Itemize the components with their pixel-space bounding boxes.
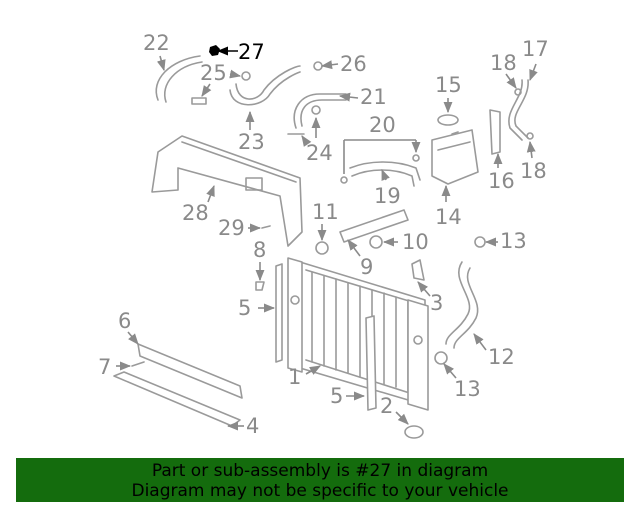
callout-11: 11 xyxy=(312,200,339,224)
leader-17 xyxy=(529,63,538,82)
callout-22: 22 xyxy=(143,31,170,55)
callout-4: 4 xyxy=(246,414,259,438)
leader-6 xyxy=(127,331,139,345)
lower-baffle-part xyxy=(137,343,243,399)
callout-17: 17 xyxy=(522,37,549,61)
callout-9: 9 xyxy=(360,255,373,279)
callout-10: 10 xyxy=(402,230,429,254)
leader-25 xyxy=(229,69,242,79)
leader-21 xyxy=(338,92,359,102)
callout-1: 1 xyxy=(288,365,301,389)
callout-18b: 18 xyxy=(520,159,547,183)
bolt-29-part xyxy=(261,225,271,229)
callout-27: 27 xyxy=(238,40,265,64)
clamp-11-part xyxy=(315,241,329,255)
bracket-3-part xyxy=(411,259,425,281)
hose-22-part xyxy=(155,55,203,103)
clamp-10-part xyxy=(369,235,383,249)
cap-15-part xyxy=(437,114,459,126)
banner-line-2: Diagram may not be specific to your vehi… xyxy=(131,481,509,501)
leader-18b xyxy=(526,140,536,159)
seal-right-part xyxy=(365,315,377,411)
clamp-13a-part xyxy=(474,236,486,248)
parts-diagram: 22 27 25 26 21 23 24 20 19 15 14 16 17 1… xyxy=(98,31,549,439)
leader-26 xyxy=(320,60,339,70)
callout-29: 29 xyxy=(218,216,245,240)
callout-5a: 5 xyxy=(238,296,251,320)
deflector-part xyxy=(113,371,241,427)
leader-22 xyxy=(156,55,166,72)
seal-left-part xyxy=(275,263,283,363)
callout-7: 7 xyxy=(98,355,111,379)
hose-21-part xyxy=(293,93,347,129)
disclaimer-banner: Part or sub-assembly is #27 in diagram D… xyxy=(16,458,624,502)
callout-18a: 18 xyxy=(490,51,517,75)
clamp-18b-part xyxy=(526,132,534,140)
callout-24: 24 xyxy=(306,141,333,165)
callout-13b: 13 xyxy=(454,377,481,401)
clamp-13b-part xyxy=(434,351,448,365)
reservoir-detail xyxy=(437,131,471,151)
callout-13a: 13 xyxy=(500,229,527,253)
radiator-part xyxy=(287,257,429,411)
clip-25b-part xyxy=(241,71,251,81)
clamp-26-part xyxy=(313,61,323,71)
leader-3 xyxy=(417,281,431,297)
leader-19 xyxy=(381,168,390,182)
leader-13b xyxy=(443,363,457,379)
callout-20: 20 xyxy=(369,113,396,137)
hose-12-part xyxy=(445,261,479,349)
banner-line-1: Part or sub-assembly is #27 in diagram xyxy=(151,461,489,481)
callout-12: 12 xyxy=(488,345,515,369)
callout-14: 14 xyxy=(435,205,462,229)
clamp-24-part xyxy=(311,105,321,115)
hose-16-part xyxy=(489,109,501,155)
leader-28 xyxy=(206,184,215,203)
leader-25b xyxy=(201,83,212,97)
callout-25: 25 xyxy=(200,61,227,85)
callout-19: 19 xyxy=(374,184,401,208)
clip-25-part xyxy=(191,97,207,105)
callout-26: 26 xyxy=(340,52,367,76)
drain-cap-part xyxy=(404,425,424,439)
upper-shroud-part xyxy=(151,135,303,247)
callout-3: 3 xyxy=(430,291,443,315)
shroud-detail xyxy=(181,141,297,191)
callout-23: 23 xyxy=(238,130,265,154)
callout-2: 2 xyxy=(380,394,393,418)
hose-23-part xyxy=(229,65,301,106)
clamp-20a-part xyxy=(340,176,348,184)
hose-19-part xyxy=(349,161,421,187)
callout-15: 15 xyxy=(435,73,462,97)
callout-6: 6 xyxy=(118,309,131,333)
leader-18a xyxy=(505,73,517,89)
callout-21: 21 xyxy=(360,85,387,109)
leader-12 xyxy=(473,333,487,351)
leader-9 xyxy=(347,239,361,257)
callout-8: 8 xyxy=(253,238,266,262)
leader-1 xyxy=(305,365,321,375)
callout-28: 28 xyxy=(182,201,209,225)
leader-2 xyxy=(395,411,409,425)
clamp-18a-part xyxy=(514,88,522,96)
reservoir-part xyxy=(431,129,479,185)
clamp-20b-part xyxy=(412,154,420,162)
hose-17-part xyxy=(508,79,529,141)
leader-20 xyxy=(343,139,416,174)
hose-9-part xyxy=(339,209,409,243)
leader-24b xyxy=(301,135,312,147)
clip-8-part xyxy=(255,281,265,291)
callout-5b: 5 xyxy=(330,384,343,408)
callout-16: 16 xyxy=(488,169,515,193)
clip-7-part xyxy=(131,361,145,367)
